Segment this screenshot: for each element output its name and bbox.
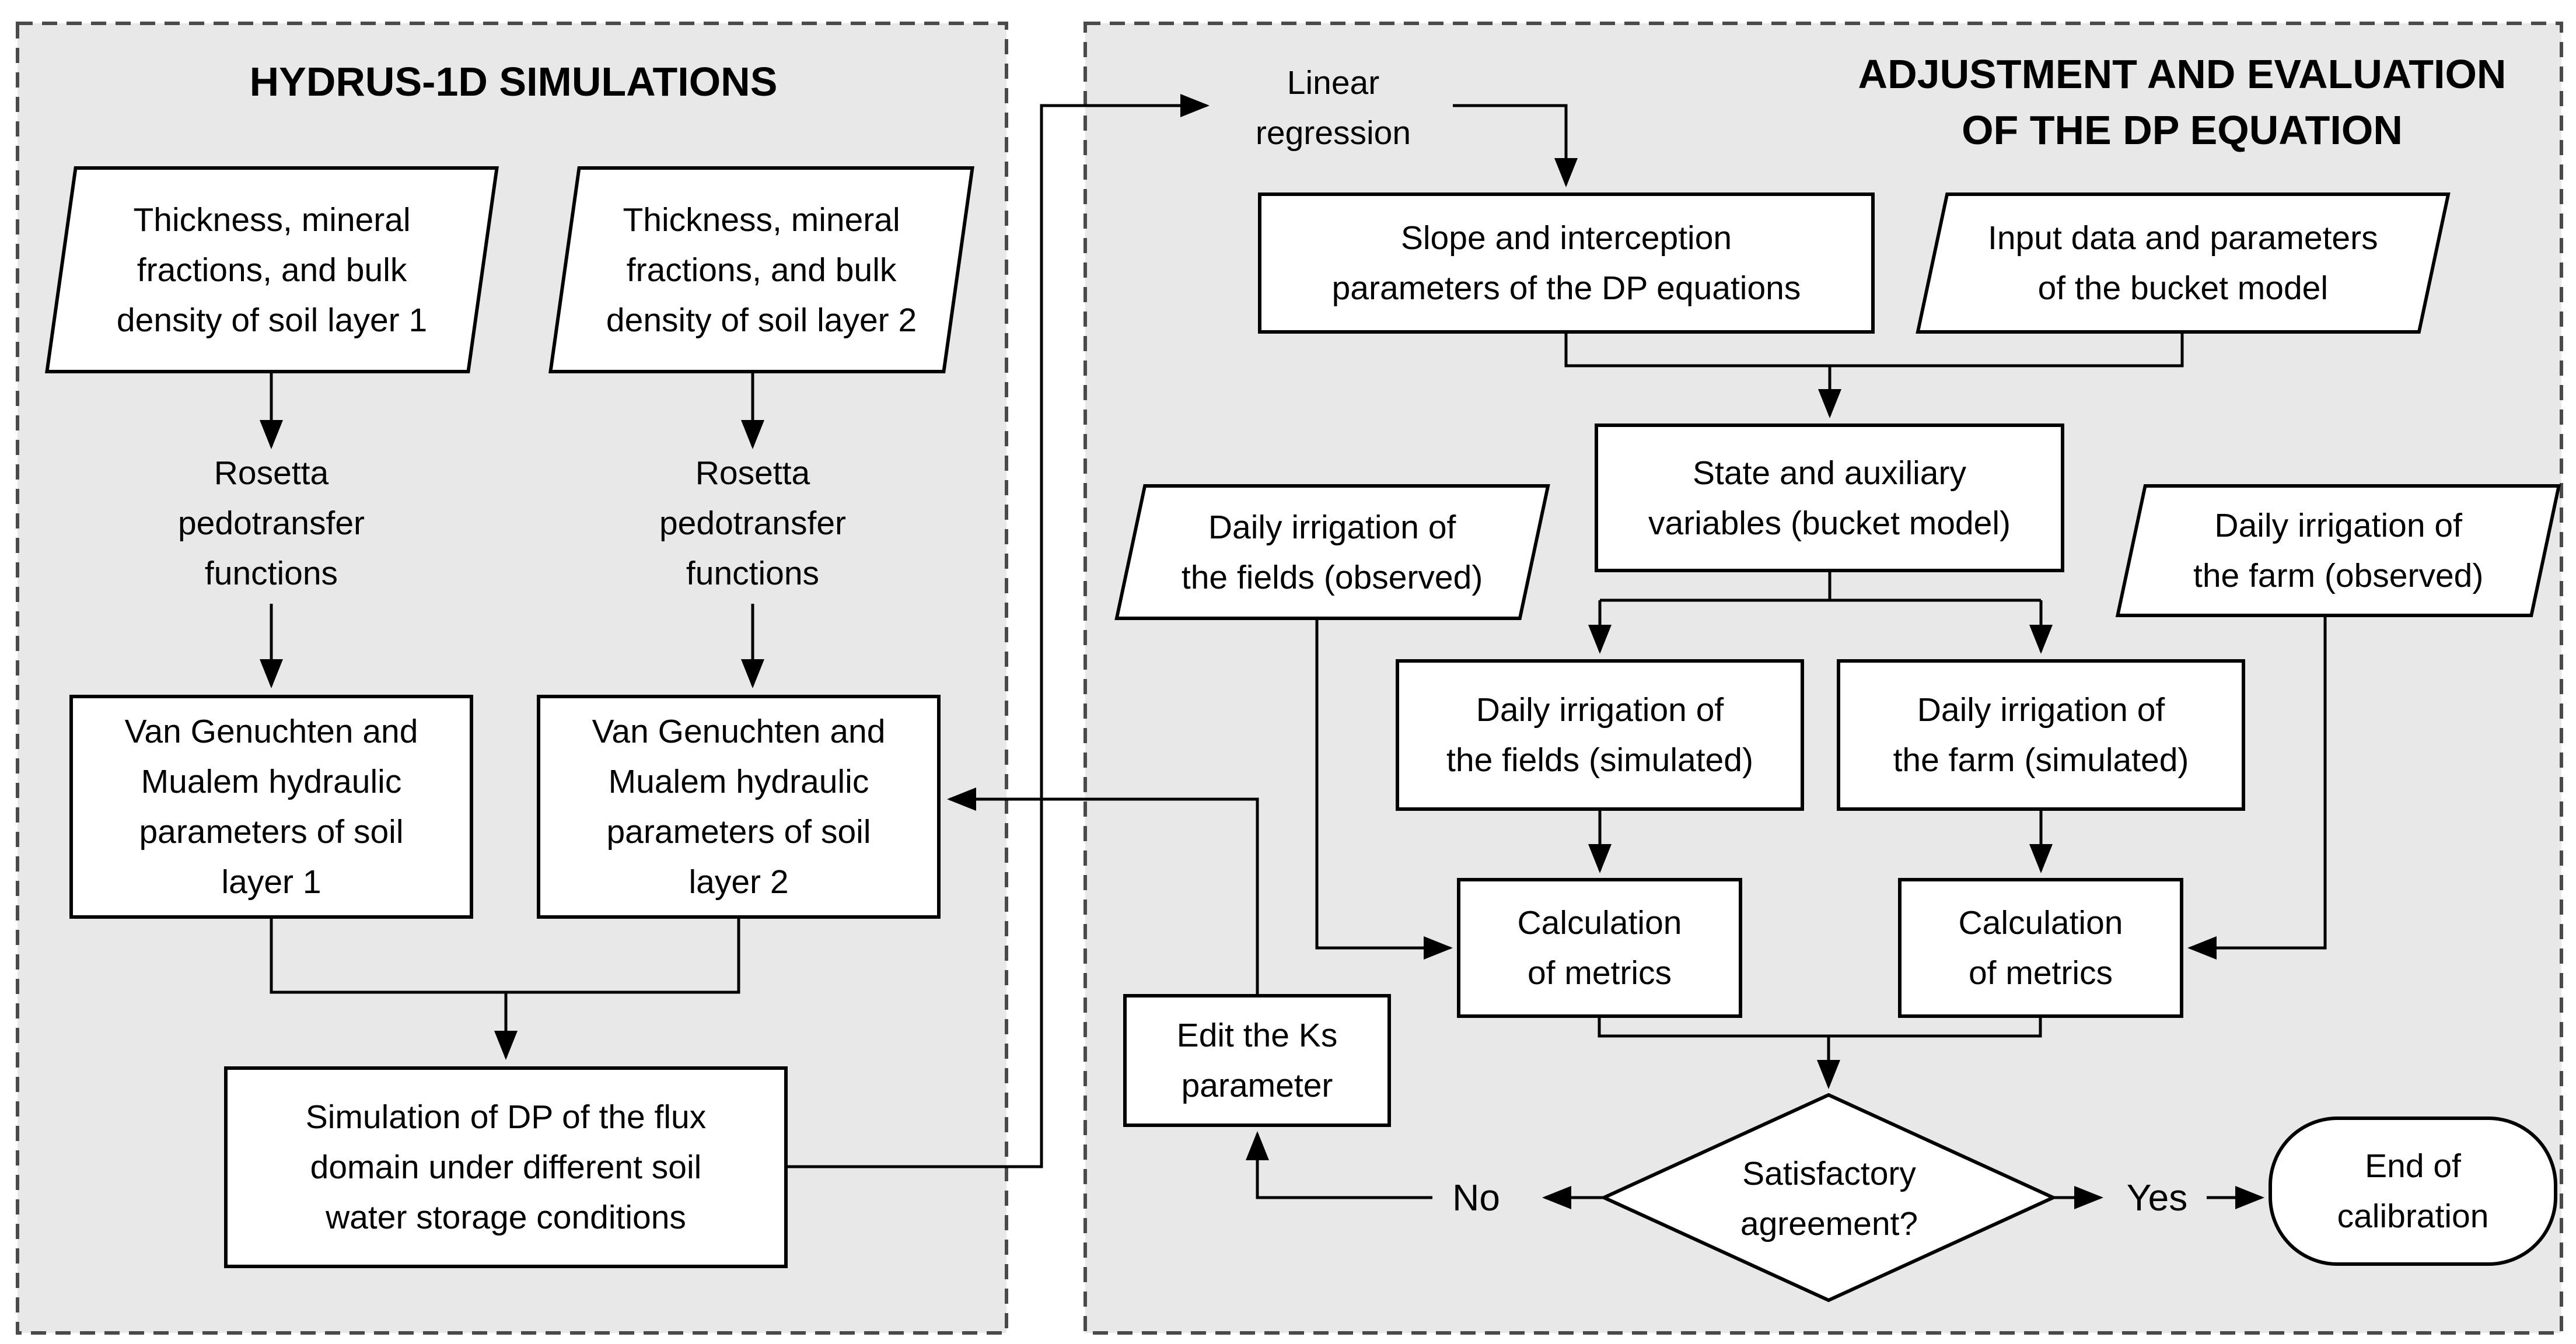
node-calc-metrics-fields: Calculation of metrics	[1457, 878, 1742, 1018]
connector-linreg-slope	[1453, 104, 1578, 187]
label-no: No	[1452, 1177, 1500, 1219]
node-calc-metrics-farm: Calculation of metrics	[1898, 878, 2183, 1018]
node-fields-simulated: Daily irrigation of the fields (simulate…	[1396, 659, 1804, 811]
label-yes: Yes	[2126, 1177, 2188, 1219]
connector-editks-vg2	[947, 788, 1259, 994]
connector-no-editks	[1246, 1131, 1432, 1199]
connector-calc-join	[1598, 1017, 2042, 1038]
connector-fieldobs-calc	[1315, 618, 1453, 960]
node-soil-layer1-label: Thickness, mineral fractions, and bulk d…	[116, 201, 428, 339]
node-rosetta2: Rosetta pedotransfer functions	[659, 454, 847, 592]
node-soil-layer2-label: Thickness, mineral fractions, and bulk d…	[606, 201, 917, 339]
node-input-bucket-label: Input data and parameters of the bucket …	[1988, 219, 2378, 307]
end-stadium-shape	[2269, 1116, 2557, 1266]
node-farm-observed: Daily irrigation of the farm (observed)	[2115, 484, 2561, 617]
node-van-genuchten1: Van Genuchten and Mualem hydraulic param…	[69, 695, 473, 919]
node-fields-observed: Daily irrigation of the fields (observed…	[1114, 484, 1550, 620]
node-end-calibration: End of calibration	[2337, 1147, 2489, 1235]
node-slope-interception: Slope and interception parameters of the…	[1258, 192, 1875, 334]
node-simulation-dp: Simulation of DP of the flux domain unde…	[224, 1066, 788, 1268]
node-soil-layer2-input: Thickness, mineral fractions, and bulk d…	[548, 166, 974, 373]
connector-farmobs-calc	[2187, 615, 2327, 960]
connector-group	[260, 94, 2327, 1209]
node-state-auxiliary: State and auxiliary variables (bucket mo…	[1595, 424, 2064, 572]
node-soil-layer1-input: Thickness, mineral fractions, and bulk d…	[45, 166, 499, 373]
decision-diamond-shape	[1599, 1093, 2058, 1303]
node-linear-regression: Linear regression	[1255, 64, 1411, 152]
node-satisfactory-agreement: Satisfactory agreement?	[1740, 1155, 1918, 1242]
node-van-genuchten2: Van Genuchten and Mualem hydraulic param…	[537, 695, 941, 919]
node-fields-observed-label: Daily irrigation of the fields (observed…	[1182, 508, 1483, 596]
connector-simulation-linreg	[788, 94, 1210, 1168]
connector-slope-input-join	[1564, 332, 2184, 368]
node-edit-ks: Edit the Ks parameter	[1123, 994, 1391, 1127]
node-rosetta1: Rosetta pedotransfer functions	[177, 454, 365, 592]
left-panel-title: HYDRUS-1D SIMULATIONS	[249, 59, 778, 104]
node-input-bucket: Input data and parameters of the bucket …	[1916, 192, 2451, 334]
node-farm-simulated: Daily irrigation of the farm (simulated)	[1837, 659, 2245, 811]
node-farm-observed-label: Daily irrigation of the farm (observed)	[2193, 507, 2484, 594]
right-panel-title: ADJUSTMENT AND EVALUATION OF THE DP EQUA…	[1858, 51, 2507, 153]
